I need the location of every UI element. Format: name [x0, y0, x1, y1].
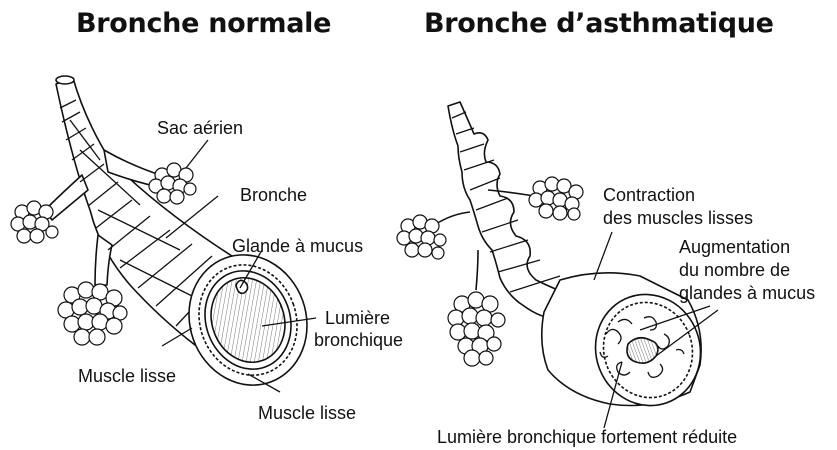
label-lumen-reduced: Lumière bronchique fortement réduite	[437, 426, 737, 448]
label-bronchus: Bronche	[240, 184, 307, 206]
label-increase-line3: glandes à mucus	[679, 282, 815, 304]
asthmatic-air-sac-lower	[448, 292, 505, 366]
asthmatic-reduced-lumen	[627, 338, 658, 363]
label-contraction-line1: Contraction	[603, 184, 695, 206]
air-sac-lower	[58, 282, 127, 345]
label-increase-line1: Augmentation	[679, 236, 790, 258]
asthmatic-bronchus-drawing	[436, 102, 716, 420]
label-contraction-line2: des muscles lisses	[603, 207, 753, 229]
label-smooth-muscle-inner: Muscle lisse	[258, 402, 356, 424]
air-sac-upper-right	[149, 163, 196, 204]
label-smooth-muscle-outer: Muscle lisse	[78, 365, 176, 387]
asthmatic-air-sac-upper-right	[529, 177, 583, 220]
label-air-sac: Sac aérien	[157, 117, 243, 139]
label-lumen-line2: bronchique	[314, 329, 403, 351]
label-lumen-line1: Lumière	[325, 307, 390, 329]
air-sac-left	[11, 201, 58, 243]
normal-branch-lower	[95, 235, 112, 285]
label-mucus-gland: Glande à mucus	[232, 235, 363, 257]
label-increase-line2: du nombre de	[679, 259, 790, 281]
normal-mucus-gland	[236, 280, 248, 293]
